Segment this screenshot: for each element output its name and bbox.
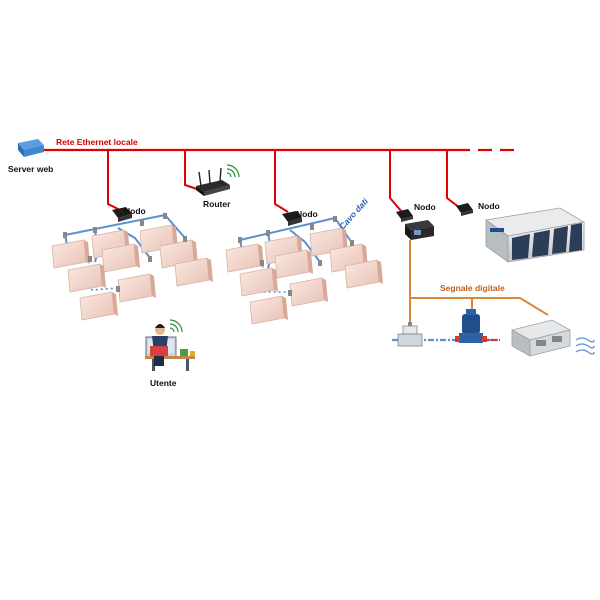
node3-label: Nodo [414,202,436,212]
ethernet-label: Rete Ethernet locale [56,137,138,147]
node4-label: Nodo [478,201,500,211]
airflow-icon [575,337,595,355]
digital-signal-label: Segnale digitale [440,283,505,293]
controller-icon [405,220,434,240]
node4-icon [456,203,473,216]
drop-node1 [107,150,121,211]
panel-cluster-left [51,213,214,321]
node2-label: Nodo [296,209,318,219]
user-label: Utente [150,378,177,388]
air-handling-unit-icon [510,319,572,357]
ethernet-network [40,148,514,213]
node2-icon [282,211,302,226]
user-icon [145,324,195,371]
chiller-icon [484,207,586,263]
drop-router [184,150,201,191]
user-wifi-icon [169,319,183,333]
router-icon [196,167,230,196]
panel-cluster-middle [225,216,384,325]
node1-label: Nodo [124,206,146,216]
valve-icon [397,322,423,347]
drop-node2 [274,150,289,213]
router-label: Router [203,199,231,209]
drop-node3 [389,150,403,213]
node1-icon [112,207,132,222]
drop-node4 [446,150,461,209]
node3-icon [396,209,413,222]
server-web-icon [18,139,44,157]
data-cable-label: Cavo dati [337,196,370,232]
wifi-icon [226,164,240,178]
pump-icon [455,309,487,343]
server-label: Server web [8,164,53,174]
